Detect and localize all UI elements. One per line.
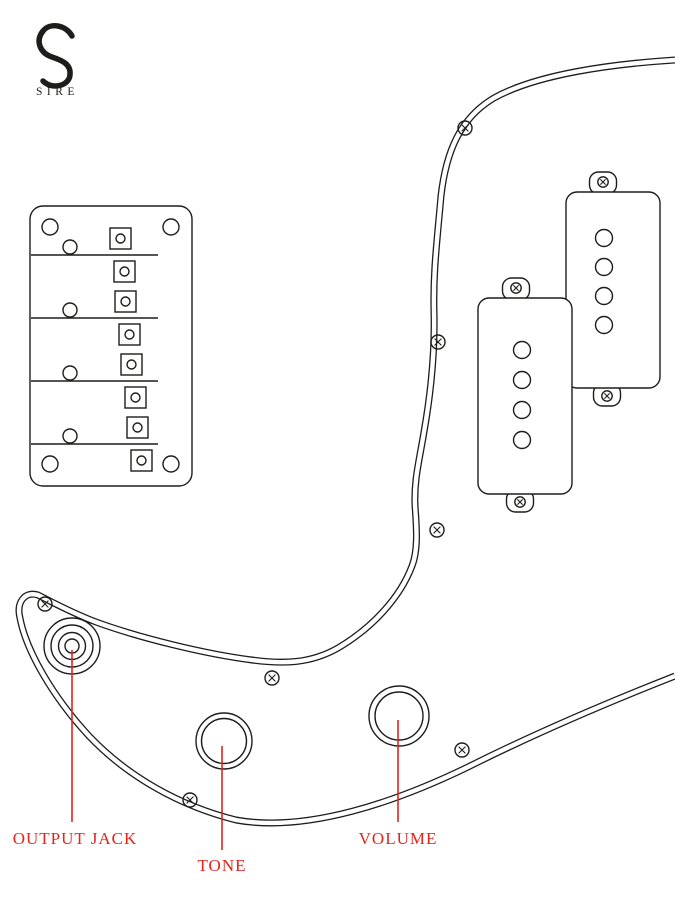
volume-label: VOLUME [358, 829, 438, 848]
string-anchor-hole [62, 365, 78, 381]
screw-icon [264, 670, 280, 686]
bridge-plate [29, 205, 193, 487]
bridge-saddle [109, 227, 136, 283]
pole-piece [512, 340, 532, 360]
pole-piece [512, 370, 532, 390]
volume-knob [368, 685, 430, 747]
pickguard-outline [15, 56, 675, 827]
pickguard-edge-inner [16, 57, 675, 826]
sire-wordmark: SIRE [36, 86, 79, 98]
pole-piece [594, 257, 614, 277]
pickup-cover [477, 297, 573, 495]
screw-icon [429, 522, 445, 538]
pickup-ear [588, 171, 618, 195]
screw-icon [454, 742, 470, 758]
bridge-mount-screw-hole [41, 455, 59, 473]
bridge-saddle [114, 290, 141, 346]
pole-piece [512, 430, 532, 450]
pole-piece [594, 286, 614, 306]
bridge-mount-screw-hole [162, 455, 180, 473]
output-jack-label: OUTPUT JACK [12, 829, 138, 848]
pickup-cover [565, 191, 661, 389]
bridge-assembly [29, 205, 193, 487]
bridge-saddle [126, 416, 153, 472]
tone-knob [195, 712, 253, 770]
string-anchor-hole [62, 302, 78, 318]
bridge-mount-screw-hole [162, 218, 180, 236]
bridge-saddle [120, 353, 147, 409]
string-anchor-hole [62, 239, 78, 255]
pole-piece [594, 315, 614, 335]
pickup-neck-half [477, 277, 573, 513]
callout-leader-lines [71, 650, 399, 850]
sire-s-logo-icon [36, 22, 75, 89]
pickup-bridge-half [565, 171, 661, 407]
bridge-strings [31, 254, 158, 445]
bridge-mount-screw-hole [41, 218, 59, 236]
string-anchor-hole [62, 428, 78, 444]
pole-piece [512, 400, 532, 420]
pole-piece [594, 228, 614, 248]
pickup-ear [501, 277, 531, 301]
tone-label: TONE [197, 856, 247, 875]
